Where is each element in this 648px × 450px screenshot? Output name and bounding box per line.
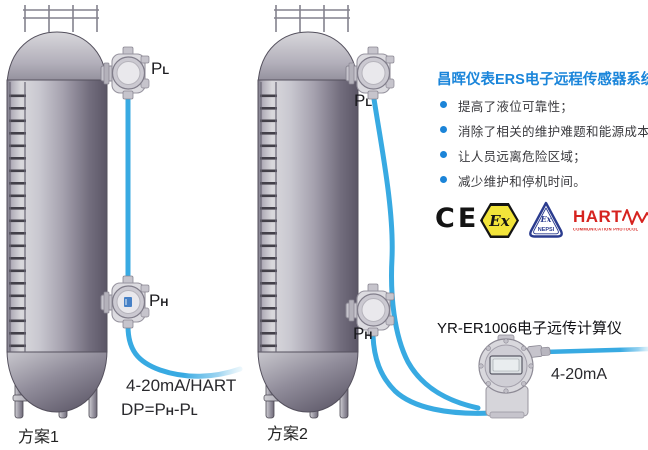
cable-s1-output-fading [125, 323, 243, 379]
s2-name: 方案2 [267, 426, 308, 443]
bullet-dot-icon [440, 176, 447, 183]
info-bullet-4: 减少维护和停机时间。 [440, 171, 586, 190]
bullet-dot-icon [440, 151, 447, 158]
transmitter-s1-ph [100, 275, 150, 329]
computer-signal-label: 4-20mA [551, 366, 608, 383]
ce-mark-icon: CE [435, 203, 480, 234]
s2-ph-label: PH [353, 324, 373, 343]
s1-ph-label: PH [149, 291, 169, 310]
info-bullet-2: 消除了相关的维护难题和能源成本； [440, 121, 648, 140]
s1-name: 方案1 [18, 429, 59, 446]
tank-scheme1 [6, 4, 108, 419]
s1-pl-label: PL [151, 59, 170, 78]
svg-text:Ex: Ex [540, 214, 552, 224]
computer-device [478, 334, 551, 419]
s2-pl-label: PL [354, 91, 373, 110]
computer-title: YR-ER1006电子远传计算仪 [437, 320, 623, 337]
info-title: 昌晖仪表ERS电子远程传感器系统 [437, 72, 648, 88]
s1-signal-label: 4-20mA/HART [126, 376, 237, 395]
cable-computer-output [543, 346, 648, 355]
info-bullet-3: 让人员远离危险区域； [440, 146, 586, 165]
hart-wave-icon [622, 209, 648, 225]
bullet-dot-icon [440, 126, 447, 133]
info-bullet-1: 提高了液位可靠性； [440, 96, 573, 115]
tank-scheme2 [257, 4, 359, 419]
bullet-dot-icon [440, 101, 447, 108]
svg-text:NEPSI: NEPSI [538, 227, 555, 233]
s1-dp-formula: DP=PH-PL [121, 400, 198, 419]
hart-logo: HART COMMUNICATION PROTOCOL [573, 207, 648, 234]
tube-s2-ph-to-computer [370, 333, 495, 416]
transmitter-s1-pl [100, 46, 150, 100]
nepsi-cert-icon: Ex NEPSI [529, 201, 563, 238]
